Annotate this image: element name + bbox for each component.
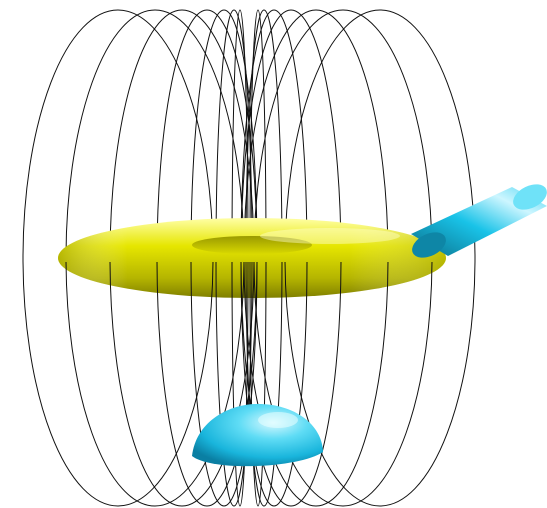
wire-loop-icon bbox=[109, 262, 255, 507]
wire-loop-icon bbox=[253, 262, 433, 507]
torus-icon bbox=[58, 218, 446, 298]
half-sphere-icon bbox=[192, 404, 323, 467]
cylinder-tube-icon bbox=[411, 184, 547, 258]
wire-loop-icon bbox=[245, 262, 283, 507]
wire-loop-icon bbox=[240, 262, 308, 507]
wire-loop-icon bbox=[156, 262, 258, 507]
wire-loop-icon bbox=[240, 262, 342, 507]
wire-loop-icon bbox=[22, 262, 214, 507]
wire-loop-icon bbox=[215, 262, 253, 507]
wire-loop-icon bbox=[190, 262, 258, 507]
coil-front-layer bbox=[22, 262, 476, 507]
wire-loop-icon bbox=[249, 262, 267, 507]
wire-loop-icon bbox=[65, 262, 245, 507]
wire-loop-icon bbox=[231, 262, 249, 507]
wire-loop-icon bbox=[243, 262, 389, 507]
wire-loop-icon bbox=[284, 262, 476, 507]
